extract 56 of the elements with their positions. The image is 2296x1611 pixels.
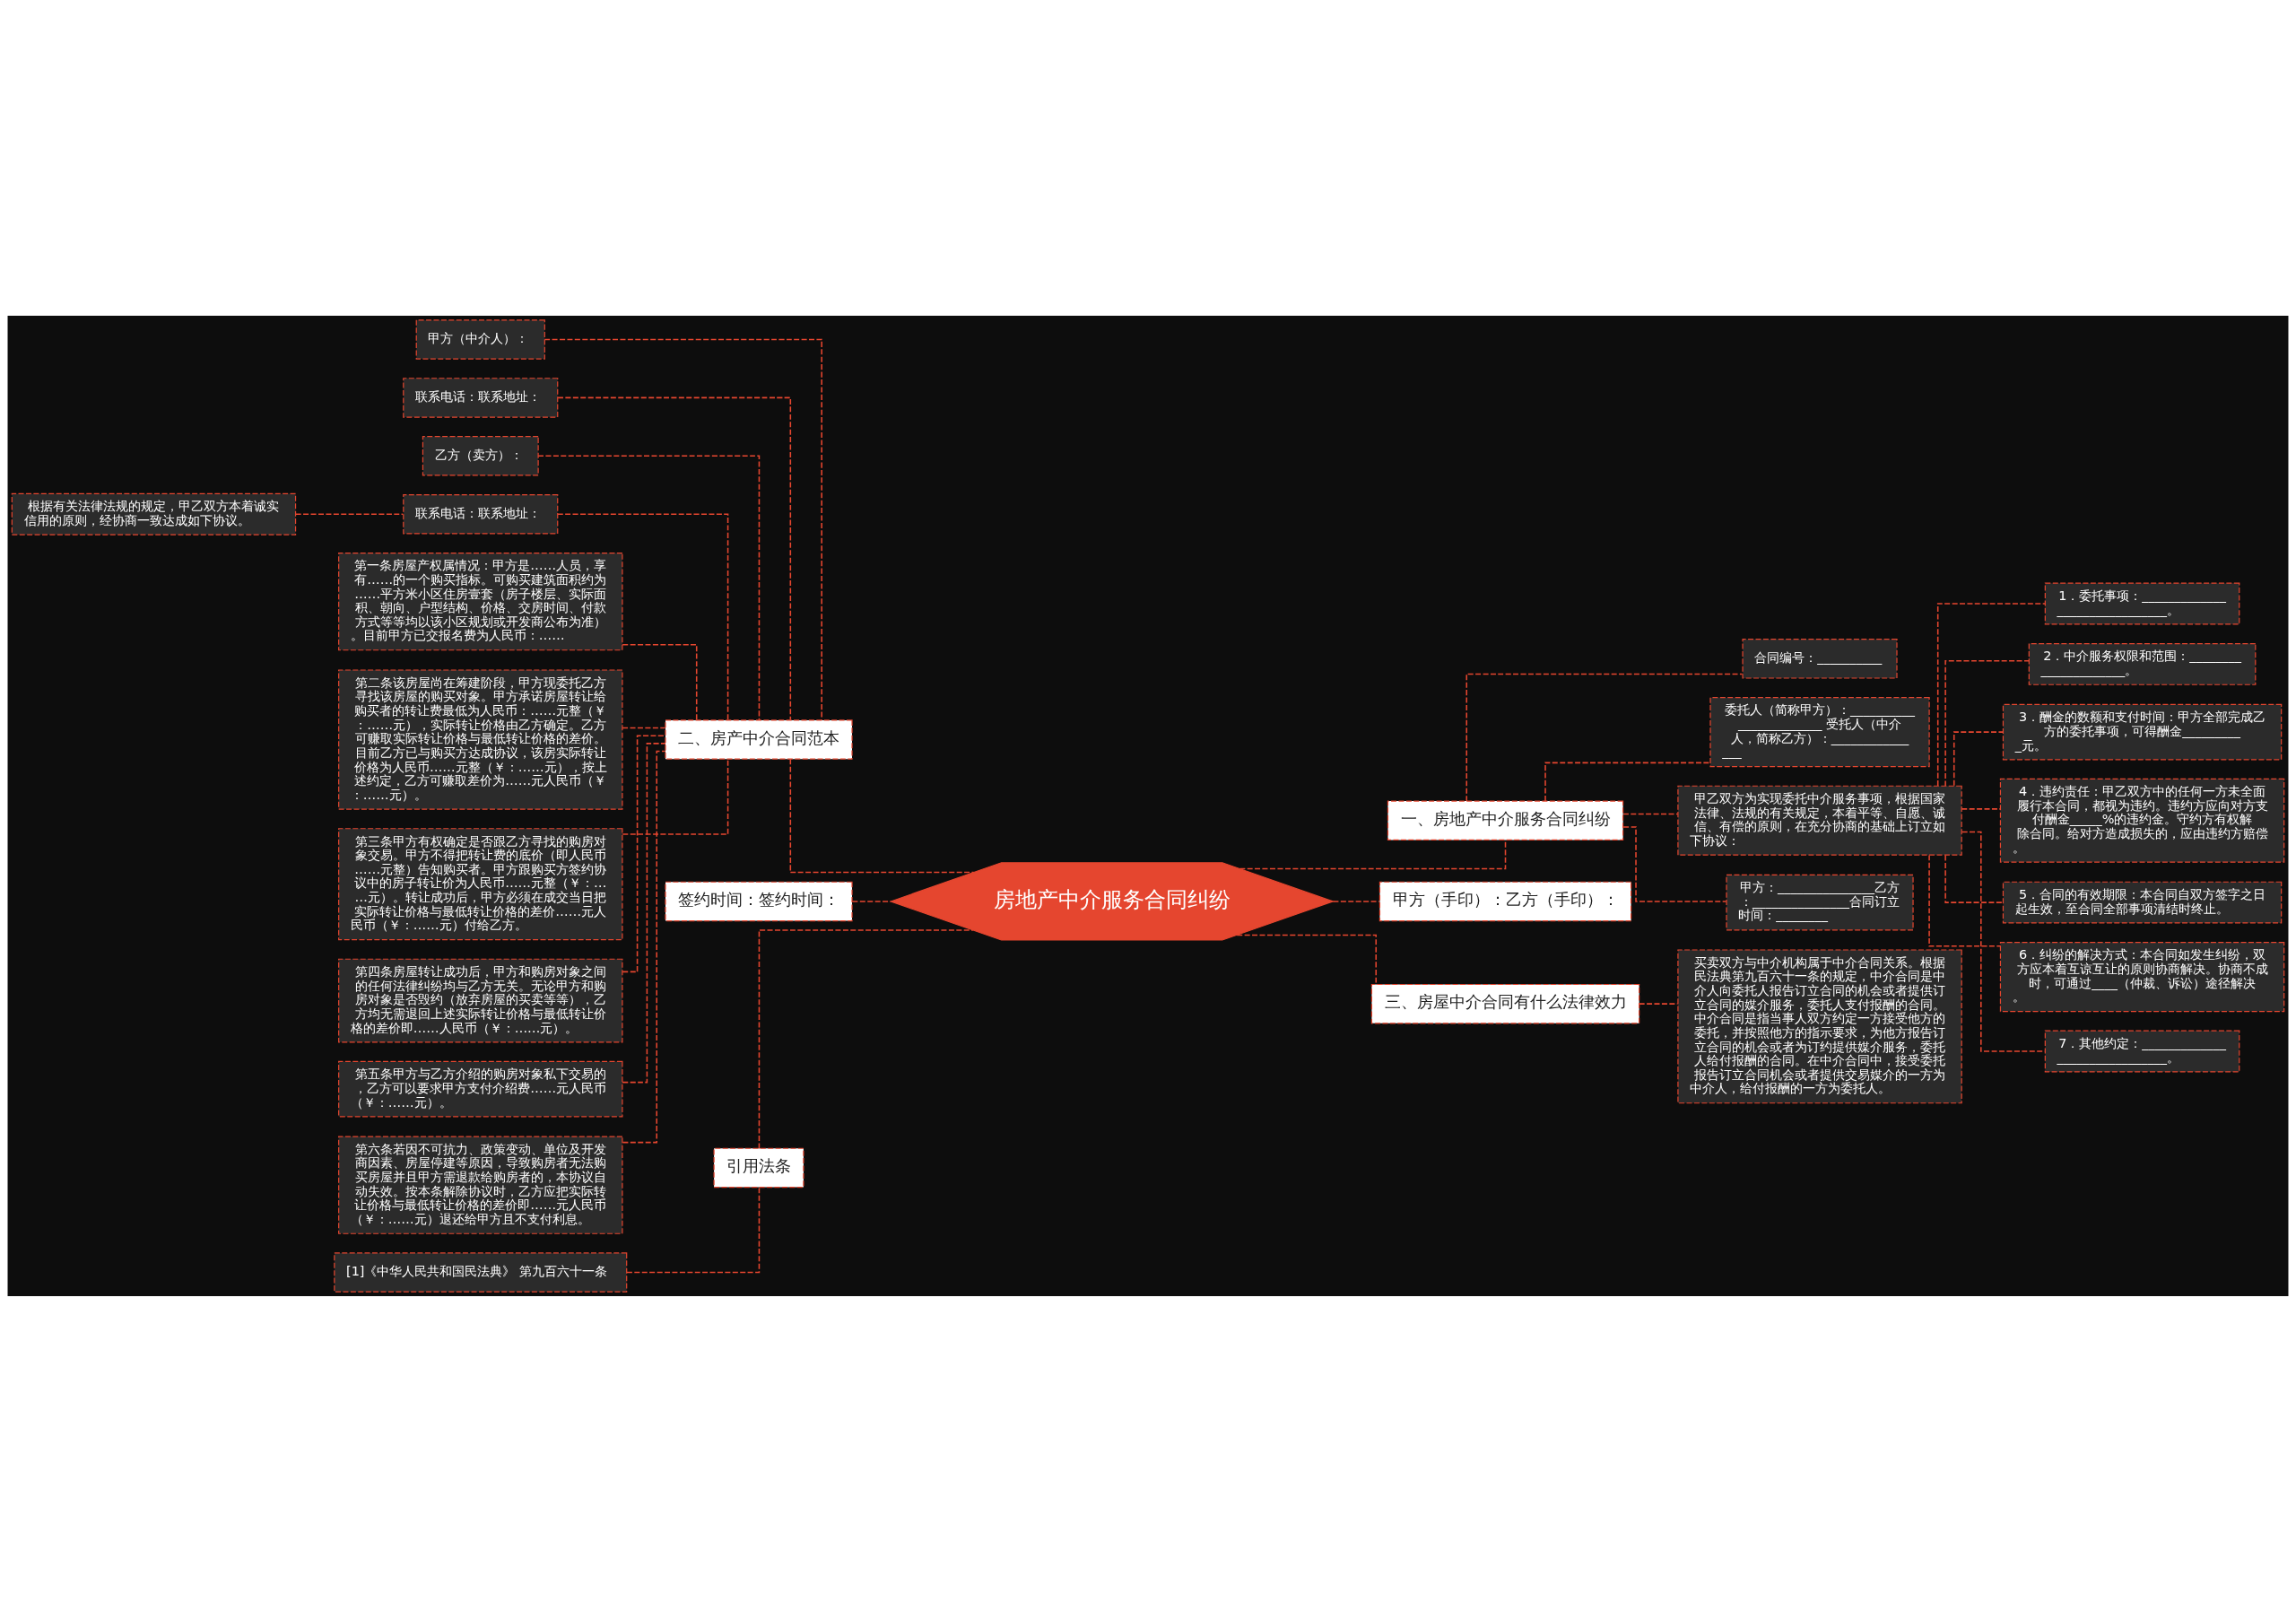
connector	[1944, 659, 2030, 787]
connector	[1622, 813, 1679, 814]
connector	[789, 758, 975, 873]
connector	[557, 396, 792, 720]
node-box: 委托人（简称甲方）：_______________________ 受托人（中介人，简称乙方）：_______________	[1709, 696, 1930, 767]
node-box: 引用法条	[713, 1147, 804, 1188]
connector	[626, 1186, 761, 1273]
node-box: 5．合同的有效期限：本合同自双方签字之日起生效，至合同全部事项清结时终止。	[2002, 881, 2283, 924]
connector	[1332, 900, 1380, 902]
connector	[622, 758, 729, 835]
node-box: 买卖双方与中介机构属于中介合同关系。根据民法典第九百六十一条的规定，中介合同是中介人向委托人报告订立合同的机会或者提供订立合同的媒介服务，委托人支付报酬的合同。中介合同是指当事人双方约定一方接受他方的委托，并按照他方的指示要求，为他方报告订立合同的机会或者为订约提供媒介服务，委托人给付报酬的合同。在中介合同中，接受委托报告订立合同机会或者提供交易媒介的一方为中介人，给付报酬的一方为委托人。	[1677, 948, 1962, 1103]
connector	[557, 512, 729, 720]
node-box: 1．委托事项：______________________________。	[2044, 582, 2240, 624]
node-box: 第三条甲方有权确定是否跟乙方寻找的购房对象交易。甲方不得把转让费的底价（即人民币……元整）告知购买者。甲方跟购买方签约协议中的房子转让价为人民币……元整（￥：……元）。转让成功后，甲方必须在成交当日把实际转让价格与最低转让价格的差价……元人民币（￥：……元）付给乙方。	[338, 827, 623, 940]
connector	[622, 742, 666, 1083]
node-box: 根据有关法律法规的规定，甲乙双方本着诚实信用的原则，经协商一致达成如下协议。	[11, 492, 297, 536]
node-box: 二、房产中介合同范本	[665, 718, 853, 760]
connector	[1465, 673, 1744, 802]
node-box: 2．中介服务权限和范围：_____________________。	[2028, 642, 2257, 685]
connector	[758, 928, 974, 1149]
node-box: [1]《中华人民共和国民法典》 第九百六十一条	[334, 1251, 628, 1293]
connector	[544, 338, 822, 720]
connector	[537, 455, 761, 721]
connector	[1236, 934, 1377, 985]
node-box: 第一条房屋产权属情况：甲方是……人员，享有……的一个购买指标。可购买建筑面积约为……平方米小区住房壹套（房子楼层、实际面积、朝向、户型结构、价格、交房时间、付款方式等等均以该小区规划或开发商公布为准）。目前甲方已交报名费为人民币：……	[338, 552, 623, 650]
connector	[1936, 602, 2047, 787]
node-box: 乙方（卖方）：	[422, 435, 539, 476]
node-box: 联系电话：联系地址：	[403, 493, 559, 534]
connector	[1622, 825, 1727, 902]
node-box: 签约时间：签约时间：	[665, 881, 853, 921]
node-box: 甲方：_______________乙方：_______________合同订立时间：________	[1726, 874, 1914, 930]
node-box: 甲乙双方为实现委托中介服务事项，根据国家法律、法规的有关规定，本着平等、自愿、诚信、有偿的原则，在充分协商的基础上订立如下协议：	[1677, 785, 1962, 856]
connector	[1961, 807, 2002, 810]
node-box: 7．其他约定：______________________________。	[2044, 1030, 2240, 1072]
connector	[1928, 854, 2001, 947]
node-box: 第二条该房屋尚在筹建阶段，甲方现委托乙方寻找该房屋的购买对象。甲方承诺房屋转让给购买者的转让费最低为人民币：……元整（￥：……元），实际转让价格由乙方确定。乙方可赚取实际转让价格与最低转让价格的差价。目前乙方已与购买方达成协议，该房实际转让价格为人民币……元整（￥：……元），按上述约定，乙方可赚取差价为……元人民币（￥：……元）。	[338, 668, 623, 810]
connector	[622, 734, 666, 972]
node-box: 甲方（中介人）：	[415, 318, 545, 360]
connector	[1544, 762, 1711, 802]
node-box: 第五条甲方与乙方介绍的购房对象私下交易的，乙方可以要求甲方支付介绍费……元人民币（￥：……元）。	[338, 1060, 623, 1117]
node-box: 4．违约责任：甲乙双方中的任何一方未全面履行本合同，都视为违约。违约方应向对方支付酬金_____%的违约金。守约方有权解除合同。给对方造成损失的，应由违约方赔偿。	[1999, 778, 2285, 863]
connector	[294, 512, 404, 515]
node-box: 联系电话：联系地址：	[403, 377, 559, 418]
node-box: 合同编号：__________	[1742, 638, 1898, 679]
node-box: 6．纠纷的解决方式：本合同如发生纠纷，双方应本着互谅互让的原则协商解决。协商不成时，可通过____（仲裁、诉讼）途径解决。	[1999, 941, 2285, 1012]
node-box: 三、房屋中介合同有什么法律效力	[1370, 983, 1640, 1023]
node-box: 一、房地产中介服务合同纠纷	[1387, 800, 1624, 840]
connector	[622, 643, 698, 720]
node-box: 第六条若因不可抗力、政策变动、单位及开发商因素、房屋停建等原因，导致购房者无法购买房屋并且甲方需退款给购房者的，本协议自动失效。按本条解除协议时，乙方应把实际转让价格与最低转让价格的差价即……元人民币（￥：……元）退还给甲方且不支付利息。	[338, 1135, 623, 1234]
node-box: 甲方（手印）：乙方（手印）：	[1378, 881, 1632, 921]
connector	[622, 750, 666, 1143]
node-box: 3．酬金的数额和支付时间：甲方全部完成乙方的委托事项，可得酬金__________元。	[2002, 703, 2283, 760]
connector	[1952, 730, 2005, 787]
node-box: 第四条房屋转让成功后，甲方和购房对象之间的任何法律纠纷均与乙方无关。无论甲方和购房对象是否毁约（放弃房屋的买卖等等），乙方均无需退回上述实际转让价格与最低转让价格的差价即……人民币（￥：……元）。	[338, 958, 623, 1042]
connector	[1944, 854, 2004, 903]
connector	[622, 727, 666, 728]
